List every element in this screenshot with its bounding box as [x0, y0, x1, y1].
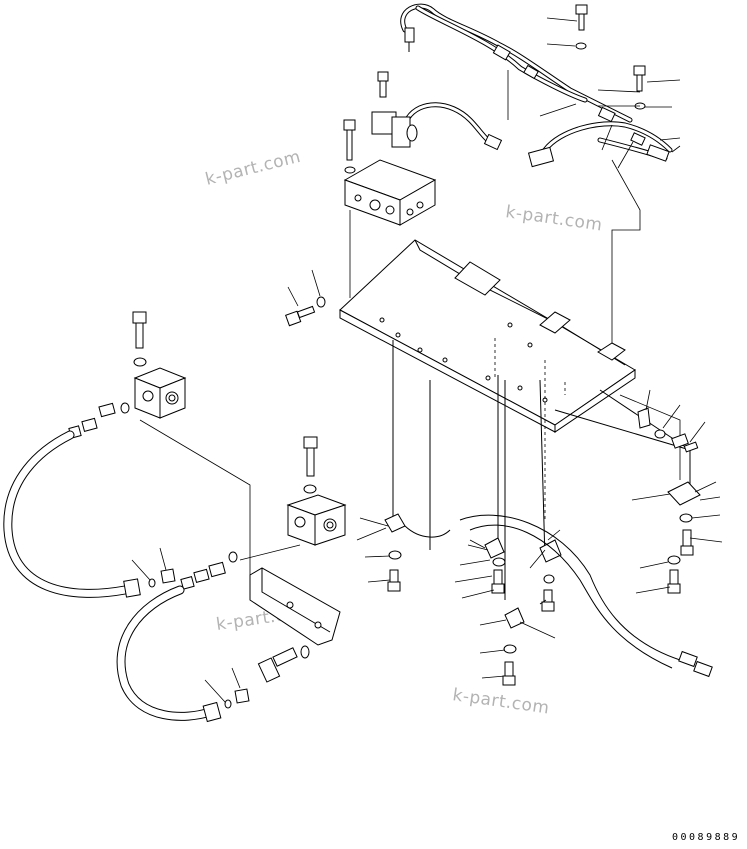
valve-manifold-block	[343, 159, 437, 226]
leader-lines-top	[539, 17, 681, 169]
fittings-center	[131, 547, 238, 590]
watermark-2: k-part.com	[504, 202, 603, 235]
bolt-center-block	[303, 436, 318, 494]
clamp-group-center	[356, 513, 562, 686]
hose-center	[116, 585, 250, 723]
bolt-top-right	[575, 4, 646, 110]
bolt-upper-left	[132, 311, 147, 367]
watermark-1: k-part.com	[203, 147, 303, 190]
valve-block-left	[133, 367, 187, 419]
watermark-4: k-part.com	[451, 685, 550, 718]
valve-block-center	[286, 494, 347, 546]
hose-left	[3, 430, 141, 598]
drawing-code: 00089889	[672, 832, 740, 843]
leader-left-block	[139, 419, 251, 575]
fittings-upper-left	[68, 402, 130, 439]
bolt-valve-left	[343, 119, 356, 174]
bolt-plate-left	[285, 269, 326, 327]
bolt-lower-center	[257, 645, 310, 683]
mount-bracket-lower	[249, 567, 341, 646]
solenoid-valve	[371, 71, 418, 148]
harness-lower	[459, 514, 713, 678]
wiring-harness	[400, 3, 673, 360]
clamp-group-right	[631, 389, 723, 594]
leader-center-block	[239, 544, 301, 561]
mounting-bracket-plate	[339, 239, 691, 500]
